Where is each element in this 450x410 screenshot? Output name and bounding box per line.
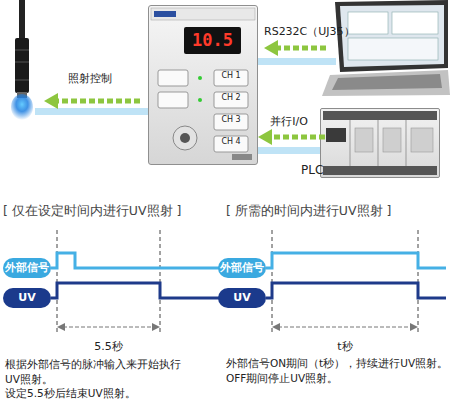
signal-name: 外部信号 [5, 261, 49, 275]
signal-arrow [258, 129, 325, 145]
button-label: CH 3 [214, 115, 248, 125]
link-label: 照射控制 [68, 72, 112, 86]
rs232c-arrow [264, 40, 326, 56]
signal-name: UV [18, 291, 35, 305]
duration-label: 5.5秒 [57, 340, 160, 354]
arrow-head [258, 129, 272, 145]
section-heading: [ 仅在设定时间内进行UV照射 ] [3, 203, 181, 219]
button-label: CH 2 [214, 93, 248, 103]
description-note: 外部信号ON期间（t秒），持续进行UV照射。 [226, 357, 448, 371]
laptop [322, 0, 450, 96]
signal-tag: UV [3, 288, 51, 308]
signal-name: UV [233, 291, 250, 305]
signal-tag: 外部信号 [3, 258, 51, 278]
control-arrow [44, 93, 140, 109]
link-label: 并行I/O [270, 114, 308, 129]
plc-unit: PLC [320, 108, 440, 178]
link-label: RS232C（UJ35） [264, 25, 355, 39]
device-name: PLC [301, 163, 323, 177]
description-note: 设定5.5秒后结束UV照射。 [5, 387, 136, 401]
button-label: CH 1 [214, 71, 248, 81]
uv-lamp [11, 0, 33, 120]
description-note: 根据外部信号的脉冲输入来开始执行 UV照射。 [5, 357, 197, 387]
description-note: OFF期间停止UV照射。 [226, 372, 338, 386]
dimension-arrow [57, 323, 418, 331]
signal-name: 外部信号 [220, 261, 264, 275]
section-heading: [ 所需的时间内进行UV照射 ] [226, 203, 391, 219]
controller-unit: 10.5 [148, 5, 258, 165]
signal-tag: 外部信号 [218, 258, 266, 278]
display-readout: 10.5 [184, 27, 241, 54]
duration-label: t秒 [272, 340, 418, 354]
button-label: CH 4 [214, 137, 248, 147]
timing-guides [57, 230, 418, 335]
signal-tag: UV [218, 288, 266, 308]
arrow-shaft [272, 135, 325, 140]
